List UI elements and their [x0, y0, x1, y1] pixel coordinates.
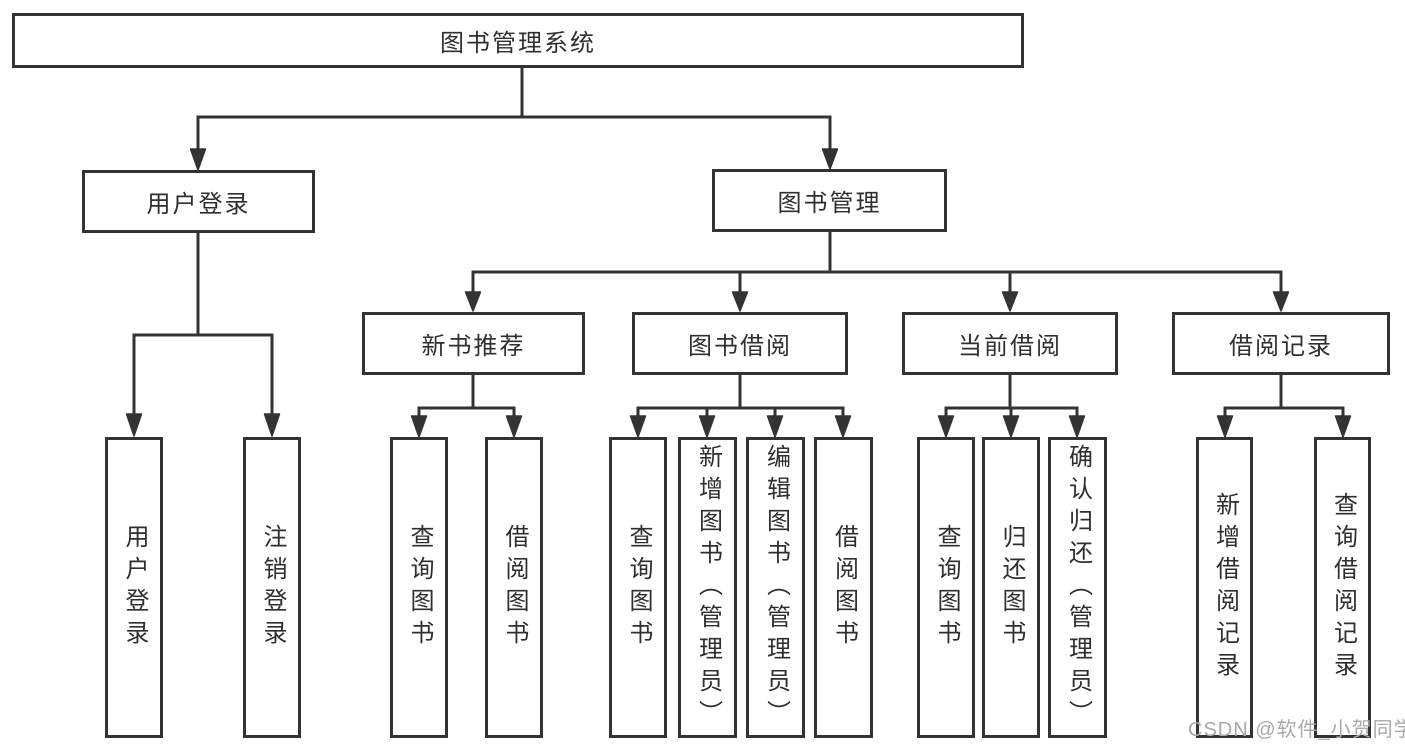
node-leaf-borrow-book-2: 借阅图书 — [814, 437, 873, 738]
arrowhead-down-icon — [1334, 415, 1352, 438]
node-leaf-edit-book-admin: 编辑图书（管理员） — [746, 437, 805, 738]
node-leaf-user-login: 用户登录 — [105, 437, 163, 738]
node-root: 图书管理系统 — [12, 13, 1024, 68]
node-leaf-query-book-1: 查询图书 — [390, 437, 448, 738]
node-book-borrow: 图书借阅 — [632, 312, 848, 375]
node-leaf-add-book-admin: 新增图书（管理员） — [678, 437, 737, 738]
leaf-label: 借阅图书 — [501, 523, 528, 652]
arrowhead-down-icon — [410, 415, 428, 438]
node-leaf-query-borrow-record: 查询借阅记录 — [1314, 437, 1371, 738]
arrowhead-down-icon — [1068, 415, 1086, 438]
leaf-label: 新增图书（管理员） — [694, 443, 722, 732]
arrowhead-down-icon — [821, 148, 839, 170]
node-borrow-record: 借阅记录 — [1172, 312, 1390, 375]
node-new-book-recommend: 新书推荐 — [362, 312, 585, 375]
node-user-login: 用户登录 — [82, 170, 315, 233]
node-leaf-borrow-book-1: 借阅图书 — [485, 437, 543, 738]
leaf-label: 查询图书 — [933, 523, 960, 652]
node-leaf-add-borrow-record: 新增借阅记录 — [1196, 437, 1253, 738]
leaf-label: 借阅图书 — [830, 523, 858, 652]
arrowhead-down-icon — [125, 413, 143, 437]
arrowhead-down-icon — [1272, 291, 1290, 312]
arrowhead-down-icon — [1001, 291, 1019, 312]
arrowhead-down-icon — [464, 291, 482, 312]
arrowhead-down-icon — [937, 415, 955, 438]
leaf-label: 查询图书 — [625, 523, 652, 652]
node-current-borrow: 当前借阅 — [902, 312, 1118, 375]
arrowhead-down-icon — [1216, 415, 1234, 438]
leaf-label: 查询图书 — [406, 523, 433, 652]
node-book-management: 图书管理 — [712, 169, 947, 232]
arrowhead-down-icon — [263, 413, 281, 437]
node-leaf-return-book: 归还图书 — [982, 437, 1040, 738]
node-leaf-logout: 注销登录 — [243, 437, 301, 738]
arrowhead-down-icon — [698, 415, 716, 438]
leaf-label: 新增借阅记录 — [1211, 491, 1239, 684]
leaf-label: 用户登录 — [121, 523, 148, 652]
node-leaf-query-book-3: 查询图书 — [917, 437, 975, 738]
csdn-watermark: CSDN @软件_小贺同学 — [1188, 719, 1405, 741]
leaf-label: 注销登录 — [259, 523, 286, 652]
leaf-label: 归还图书 — [998, 523, 1025, 652]
node-leaf-confirm-return-admin: 确认归还（管理员） — [1048, 437, 1107, 738]
arrowhead-down-icon — [766, 415, 784, 438]
arrowhead-down-icon — [629, 415, 647, 438]
leaf-label: 确认归还（管理员） — [1064, 443, 1092, 732]
arrowhead-down-icon — [834, 415, 852, 438]
arrowhead-down-icon — [1002, 415, 1020, 438]
arrowhead-down-icon — [505, 415, 523, 438]
arrowhead-down-icon — [189, 148, 207, 171]
arrowhead-down-icon — [731, 291, 749, 312]
node-leaf-query-book-2: 查询图书 — [609, 437, 667, 738]
leaf-label: 查询借阅记录 — [1329, 491, 1357, 684]
leaf-label: 编辑图书（管理员） — [762, 443, 790, 732]
